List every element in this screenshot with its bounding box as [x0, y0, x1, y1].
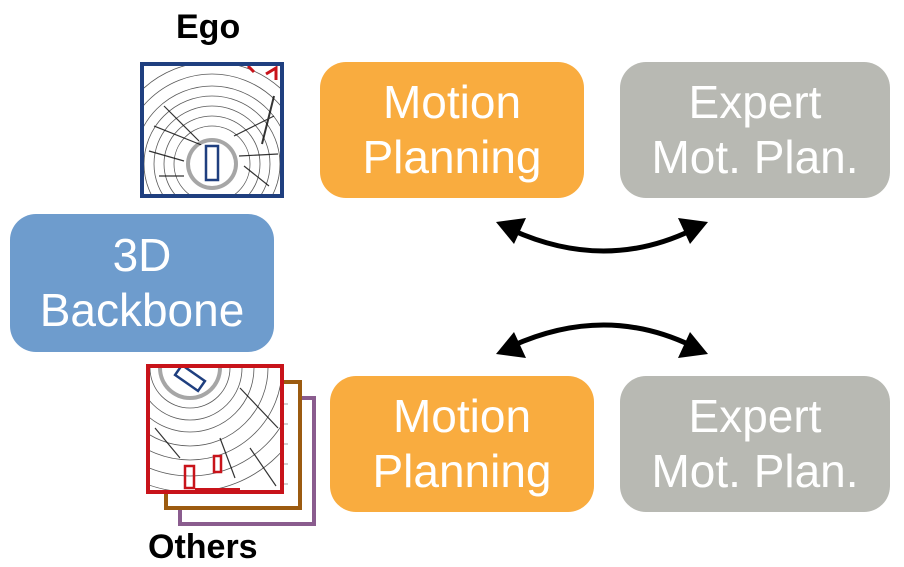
backbone-box: 3D Backbone [10, 214, 274, 352]
bottom-planning-line1: Motion [392, 389, 532, 442]
top-expert-line1: Expert [688, 75, 822, 128]
backbone-line1: 3D [112, 228, 172, 281]
others-lidar-image-1 [146, 364, 284, 494]
top-motion-planning-box: Motion Planning [320, 62, 584, 198]
top-planning-line2: Planning [362, 131, 542, 183]
top-expert-line2: Mot. Plan. [651, 131, 859, 183]
lidar-scan-icon [144, 66, 280, 194]
bottom-planning-line2: Planning [372, 445, 552, 497]
bottom-motion-planning-box: Motion Planning [330, 376, 594, 512]
others-label: Others [148, 528, 258, 566]
top-planning-line1: Motion [382, 75, 522, 128]
ego-lidar-image [140, 62, 284, 198]
bottom-double-arrow-icon [496, 322, 708, 358]
bottom-expert-line1: Expert [688, 389, 822, 442]
top-expert-box: Expert Mot. Plan. [620, 62, 890, 198]
backbone-line2: Backbone [39, 284, 245, 336]
bottom-expert-line2: Mot. Plan. [651, 445, 859, 497]
top-double-arrow-icon [496, 218, 708, 254]
lidar-scan-icon [150, 368, 280, 490]
ego-label: Ego [176, 8, 241, 46]
bottom-expert-box: Expert Mot. Plan. [620, 376, 890, 512]
